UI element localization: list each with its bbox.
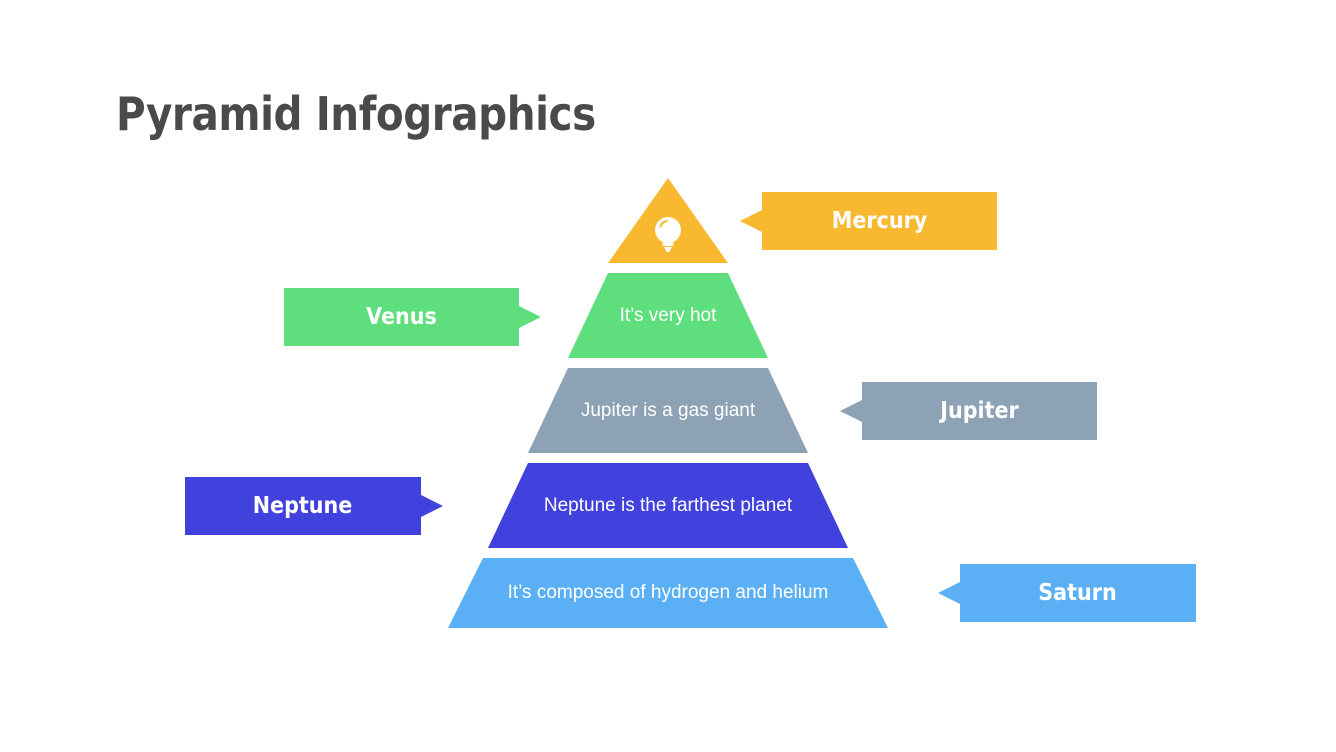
- callout-shape-neptune: [185, 477, 443, 535]
- tier-shape-jupiter: [528, 368, 808, 453]
- pyramid-tier-saturn[interactable]: It’s composed of hydrogen and helium: [448, 558, 888, 628]
- pyramid-tier-mercury[interactable]: [608, 178, 728, 263]
- callout-neptune[interactable]: Neptune: [185, 477, 443, 535]
- page-title: Pyramid Infographics: [116, 87, 596, 141]
- callout-saturn[interactable]: Saturn: [938, 564, 1196, 622]
- callout-shape-mercury: [740, 192, 997, 250]
- pyramid-tier-venus[interactable]: It’s very hot: [568, 273, 768, 358]
- tier-shape-saturn: [448, 558, 888, 628]
- tier-shape-mercury: [608, 178, 728, 263]
- tier-shape-venus: [568, 273, 768, 358]
- pyramid-tier-neptune[interactable]: Neptune is the farthest planet: [488, 463, 848, 548]
- callout-jupiter[interactable]: Jupiter: [840, 382, 1097, 440]
- callout-mercury[interactable]: Mercury: [740, 192, 997, 250]
- callout-shape-saturn: [938, 564, 1196, 622]
- pyramid-tier-jupiter[interactable]: Jupiter is a gas giant: [528, 368, 808, 453]
- callout-venus[interactable]: Venus: [284, 288, 541, 346]
- callout-shape-venus: [284, 288, 541, 346]
- callout-shape-jupiter: [840, 382, 1097, 440]
- tier-shape-neptune: [488, 463, 848, 548]
